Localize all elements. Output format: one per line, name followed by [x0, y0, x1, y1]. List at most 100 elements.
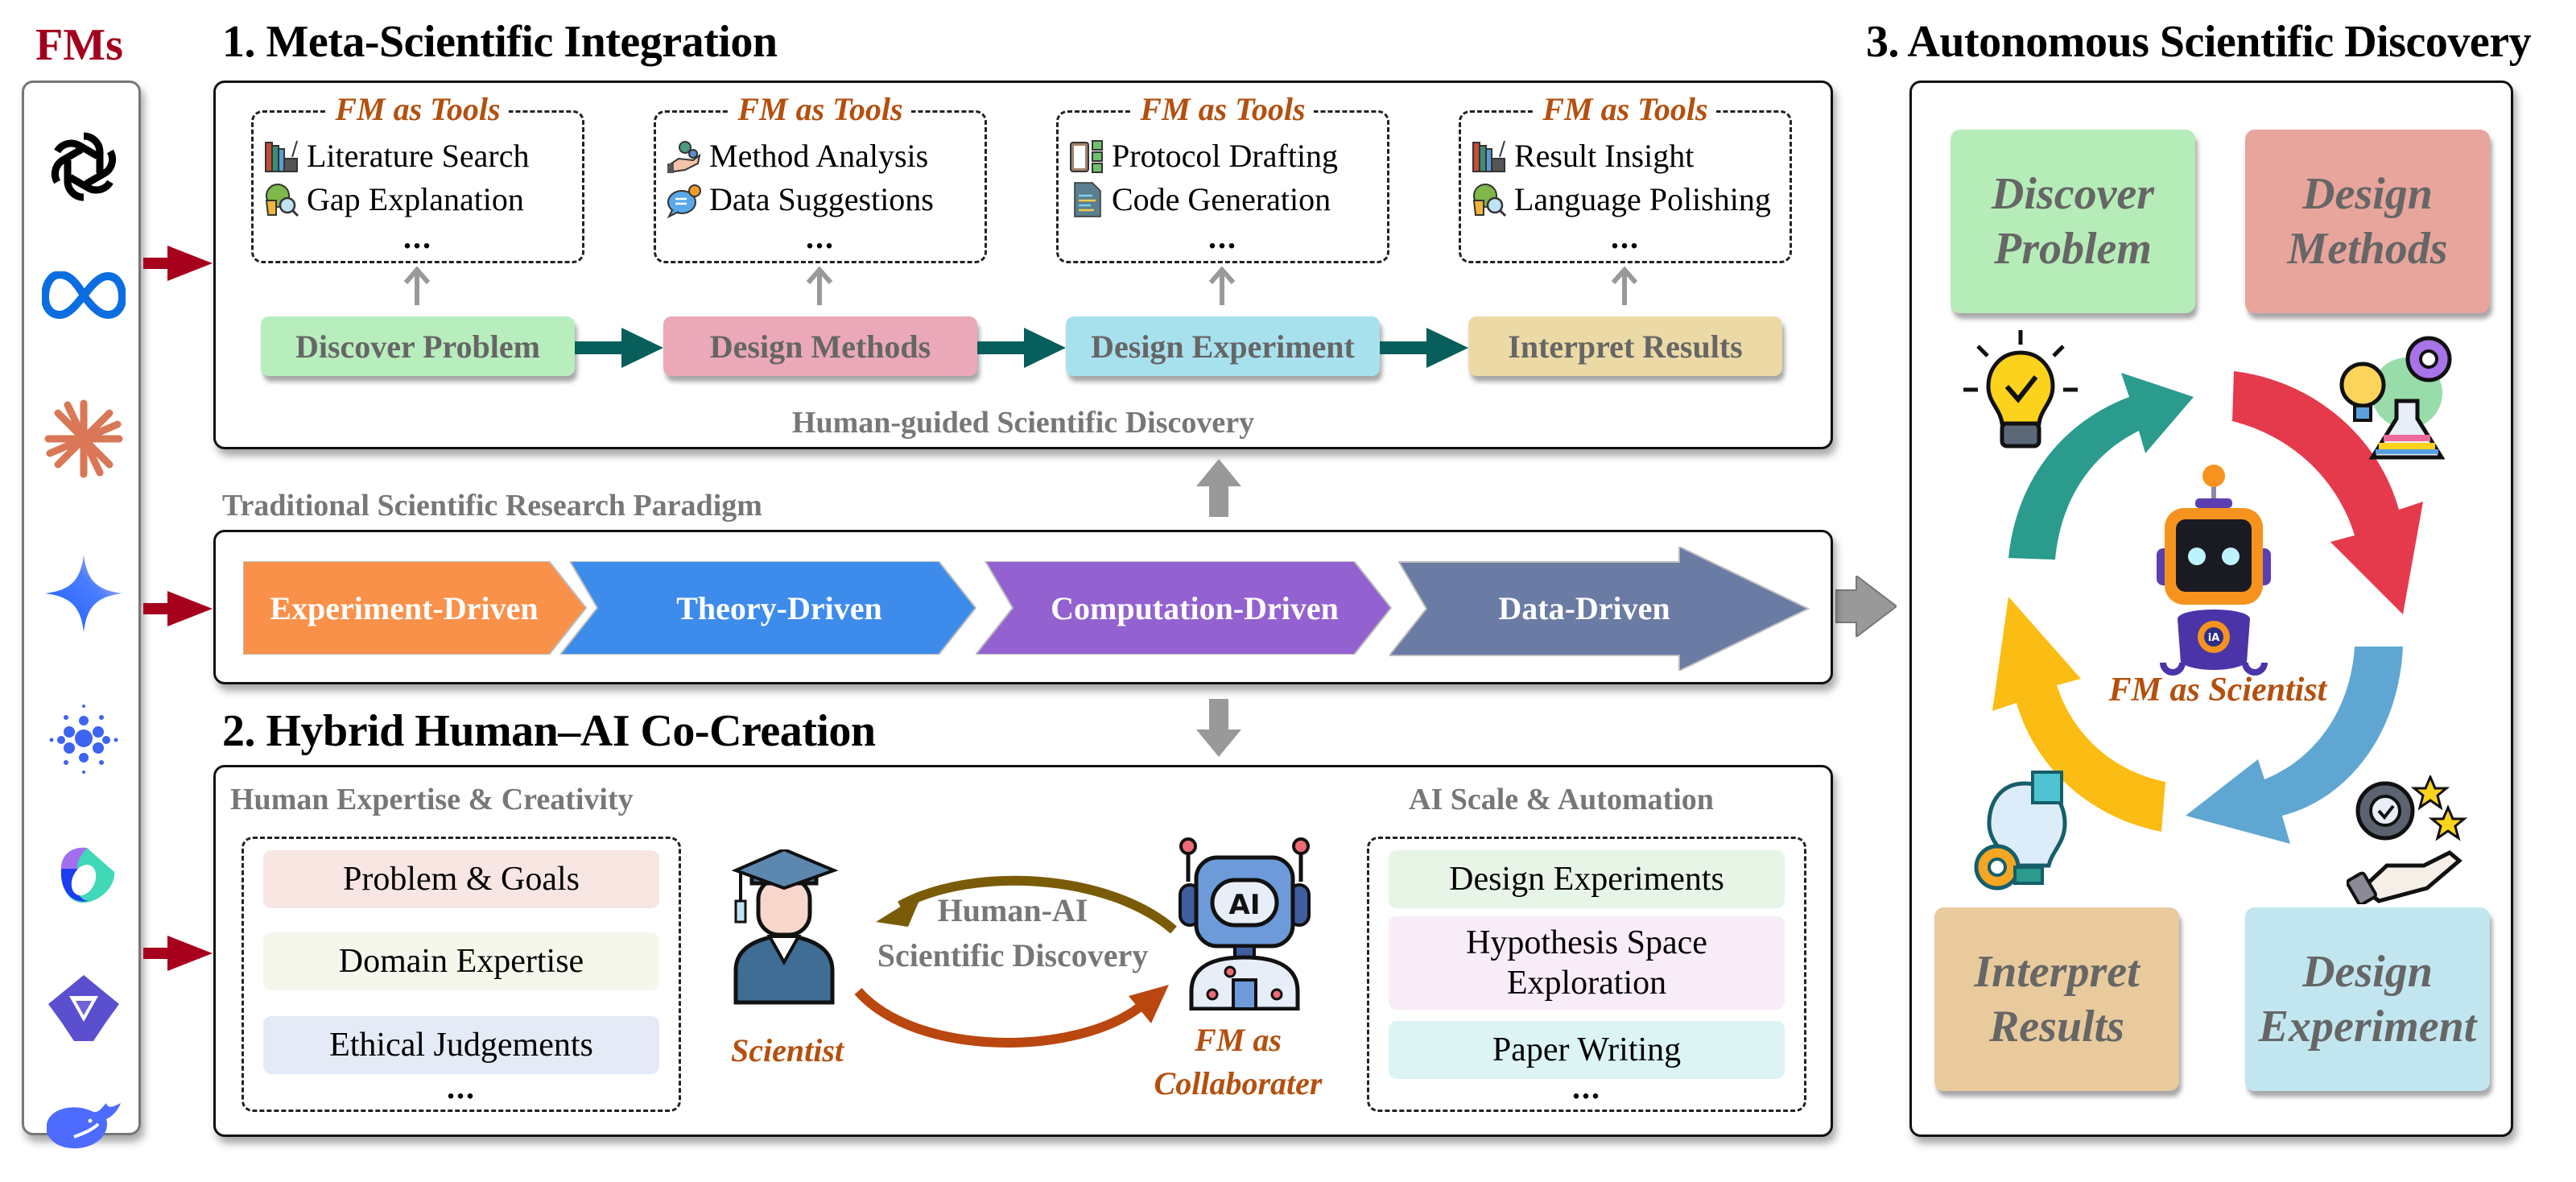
gemini-logo-icon: [40, 550, 127, 637]
openai-logo-icon: [40, 123, 127, 210]
gray-up-arrow: [1611, 267, 1638, 305]
ai-item: Hypothesis Space Exploration: [1389, 916, 1785, 1010]
paradigm-chevron-shape: [976, 561, 1393, 655]
cycle-arrow-teal: [2008, 373, 2194, 560]
human-expertise-heading: Human Expertise & Creativity: [230, 783, 634, 816]
scientist-graduate-icon: [731, 849, 839, 1005]
hand-gears-icon: [667, 140, 701, 173]
fm-as-scientist-label: FM as Scientist: [2108, 672, 2327, 709]
gray-up-arrow: [403, 267, 431, 305]
human-guided-label: Human-guided Scientific Discovery: [791, 406, 1255, 440]
teal-right-arrow: [575, 328, 663, 368]
more-ellipsis: ...: [806, 219, 835, 255]
cycle-arrow-red: [2232, 371, 2423, 614]
brown-curved-arrow-to-scientist: [876, 875, 1177, 934]
scientist-label: Scientist: [731, 1032, 844, 1068]
ai-scale-heading: AI Scale & Automation: [1409, 783, 1714, 816]
hybrid-co-creation-panel: Human Expertise & Creativity Problem & G…: [213, 765, 1833, 1137]
gear-check-stars-hand-icon: [2347, 775, 2467, 904]
collab-label-line2: Collaborater: [1154, 1065, 1323, 1101]
tool-item: Code Generation: [1068, 180, 1331, 218]
tool-item-label: Code Generation: [1112, 181, 1331, 217]
human-ai-label-line1: Human-AI: [937, 892, 1088, 928]
bulb-puzzle-gear-icon: [1974, 771, 2067, 891]
tool-group-header: FM as Tools: [327, 91, 509, 127]
deepseek-whale-logo-icon: [40, 1081, 127, 1168]
cycle-arrow-yellow: [1992, 597, 2165, 832]
paradigm-data-driven: Data-Driven: [1498, 589, 1670, 626]
bulb-flask-gear-icon: [2339, 336, 2452, 460]
paradigm-chevron-shape: [560, 561, 977, 655]
section3-title: 3. Autonomous Scientific Discovery: [1866, 17, 2532, 67]
books-icon: [265, 140, 298, 172]
tool-item: Literature Search: [263, 137, 530, 175]
tool-item-label: Language Polishing: [1514, 181, 1771, 217]
tool-item-label: Gap Explanation: [307, 181, 524, 217]
copilot-logo-icon: [40, 832, 127, 919]
paradigm-experiment-driven: Experiment-Driven: [270, 589, 539, 626]
section2-title: 2. Hybrid Human–AI Co-Creation: [222, 706, 876, 756]
tool-item: Gap Explanation: [263, 180, 524, 218]
red-arrow-to-section2: [143, 936, 213, 971]
red-arrow-to-traditional: [143, 591, 213, 626]
gray-down-block-arrow: [1196, 699, 1241, 757]
tool-item-label: Result Insight: [1514, 138, 1695, 174]
fms-title: FMs: [35, 20, 123, 70]
stage-discover-problem: Discover Problem: [261, 316, 575, 376]
human-item: Domain Expertise: [263, 932, 659, 990]
fm-as-collaborator-label: FM as Collaborater: [1150, 1019, 1327, 1106]
gray-up-block-arrow: [1196, 459, 1241, 517]
chat-bulb-icon: [667, 184, 701, 218]
tool-group: FM as Tools Protocol Drafting Code Gener…: [1056, 91, 1389, 263]
books-icon: [1472, 140, 1505, 172]
paradigm-big-arrow-shape: [1389, 547, 1810, 671]
meta-logo-icon: [40, 252, 127, 339]
stage-interpret-results: Interpret Results: [1468, 316, 1782, 376]
human-ai-label-line2: Scientific Discovery: [877, 937, 1149, 973]
human-item: Problem & Goals: [263, 850, 659, 908]
ai-item: Design Experiments: [1389, 850, 1785, 908]
orange-curved-arrow-to-ai: [854, 985, 1169, 1048]
tool-item-label: Protocol Drafting: [1112, 138, 1339, 174]
more-ellipsis: ...: [403, 219, 432, 255]
meta-scientific-integration-panel: FM as Tools Literature Search Gap Explan…: [213, 81, 1833, 449]
more-ellipsis: ...: [447, 1069, 476, 1106]
paradigm-theory-driven: Theory-Driven: [676, 589, 882, 626]
qwen-logo-icon: [40, 965, 127, 1052]
human-expertise-box: Problem & Goals Domain Expertise Ethical…: [242, 837, 681, 1112]
cycle-arrows: [1992, 371, 2423, 844]
tool-item: Result Insight: [1471, 137, 1694, 175]
svg-text:AI: AI: [1229, 889, 1261, 921]
section1-title: 1. Meta-Scientific Integration: [222, 17, 778, 67]
human-ai-discovery-label: Human-AI Scientific Discovery: [852, 888, 1174, 978]
ai-robot-collaborator-icon: AI: [1179, 837, 1311, 1010]
gray-up-arrow: [1208, 267, 1236, 305]
paradigm-chevron-shape: [243, 561, 588, 655]
tool-item-label: Data Suggestions: [709, 181, 934, 217]
clipboard-checklist-icon: [1070, 139, 1103, 173]
robot-scientist-icon: iA: [2157, 465, 2271, 676]
more-ellipsis: ...: [1572, 1069, 1601, 1106]
traditional-paradigm-label: Traditional Scientific Research Paradigm: [222, 489, 762, 523]
teal-right-arrow: [977, 328, 1066, 368]
tool-item: Method Analysis: [666, 137, 928, 175]
fm-logo-sidebar: [22, 81, 141, 1149]
human-item: Ethical Judgements: [263, 1016, 659, 1074]
more-ellipsis: ...: [1208, 219, 1237, 255]
gray-right-block-arrow: [1835, 576, 1897, 637]
more-ellipsis: ...: [1611, 219, 1640, 255]
svg-text:iA: iA: [2208, 632, 2220, 644]
teal-right-arrow: [1380, 328, 1468, 368]
tool-group: FM as Tools Literature Search Gap Explan…: [251, 91, 584, 263]
stage-design-experiment: Design Experiment: [1066, 316, 1380, 376]
tool-group: FM as Tools Result Insight Language Poli…: [1459, 91, 1792, 263]
code-file-icon: [1074, 181, 1101, 217]
collab-label-line1: FM as: [1195, 1022, 1282, 1058]
ai-automation-box: Design Experiments Hypothesis Space Expl…: [1367, 837, 1806, 1112]
cohere-dots-logo-icon: [40, 695, 127, 782]
